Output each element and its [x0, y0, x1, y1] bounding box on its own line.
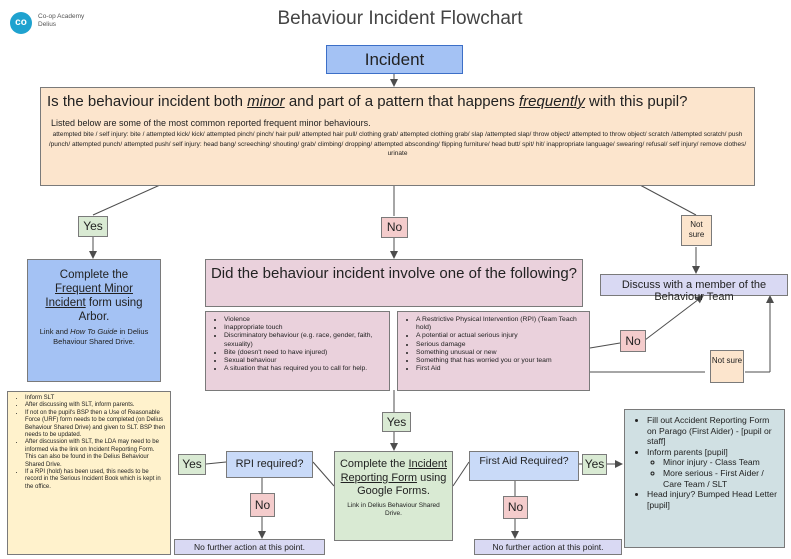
list-item: More serious - First Aider / Care Team /…: [663, 468, 780, 489]
involve-list-right: A Restrictive Physical Intervention (RPI…: [397, 311, 590, 391]
list-item: If not on the pupil's BSP then a Use of …: [25, 410, 167, 440]
accident-reporting-box: Fill out Accident Reporting Form on Para…: [624, 409, 785, 548]
discuss-behaviour-team-box: Discuss with a member of the Behaviour T…: [600, 274, 788, 303]
list-item: A potential or actual serious injury: [416, 332, 586, 340]
yes-label: Yes: [78, 216, 108, 237]
list-item: Discriminatory behaviour (e.g. race, gen…: [224, 332, 386, 348]
no-label: No: [250, 493, 275, 517]
school-name: Co-op Academy Delius: [38, 13, 85, 28]
listed-text: Listed below are some of the most common…: [51, 118, 371, 128]
list-item: Something that has worried you or your t…: [416, 357, 586, 365]
yes-label: Yes: [178, 454, 206, 475]
inform-slt-box: Inform SLT After discussing with SLT, in…: [7, 391, 171, 555]
list-item: A Restrictive Physical Intervention (RPI…: [416, 316, 586, 332]
list-item: Serious damage: [416, 341, 586, 349]
no-further-action-box: No further action at this point.: [174, 539, 325, 555]
list-item: Minor injury - Class Team: [663, 457, 780, 468]
question-text: Is the behaviour incident both minor and…: [47, 93, 688, 110]
list-item: Violence: [224, 316, 386, 324]
incident-box: Incident: [326, 45, 463, 74]
list-item: Bite (doesn't need to have injured): [224, 349, 386, 357]
no-label: No: [381, 217, 408, 238]
no-label: No: [620, 330, 646, 352]
page-title: Behaviour Incident Flowchart: [277, 8, 523, 29]
involve-question-box: Did the behaviour incident involve one o…: [205, 259, 583, 307]
first-aid-required-box: First Aid Required?: [469, 451, 579, 481]
behaviours-list: attempted bite / self injury: bite / att…: [48, 131, 747, 157]
list-item: Something unusual or new: [416, 349, 586, 357]
list-item: If a RPI (hold) has been used, this need…: [25, 469, 167, 491]
list-item: Fill out Accident Reporting Form on Para…: [647, 415, 780, 447]
involve-list-left: Violence Inappropriate touch Discriminat…: [205, 311, 390, 391]
yes-label: Yes: [382, 412, 411, 432]
list-item: After discussing with SLT, inform parent…: [25, 402, 167, 409]
yes-label: Yes: [582, 454, 607, 475]
not-sure-label: Not sure: [681, 215, 712, 246]
list-item: Head injury? Bumped Head Letter [pupil]: [647, 489, 780, 510]
no-further-action-box: No further action at this point.: [474, 539, 622, 555]
list-item: Sexual behaviour: [224, 357, 386, 365]
rpi-required-box: RPI required?: [226, 451, 313, 478]
incident-reporting-form-box: Complete the Incident Reporting Form usi…: [334, 451, 453, 541]
list-item: Inform parents [pupil] Minor injury - Cl…: [647, 447, 780, 489]
co-op-logo-icon: co op: [10, 12, 32, 50]
no-label: No: [503, 496, 528, 519]
not-sure-label: Not sure: [710, 350, 744, 383]
list-item: First Aid: [416, 365, 586, 373]
list-item: Inappropriate touch: [224, 324, 386, 332]
frequent-minor-form-link[interactable]: Frequent Minor Incident: [45, 283, 133, 309]
list-item: A situation that has required you to cal…: [224, 365, 386, 373]
frequent-minor-question-box: Is the behaviour incident both minor and…: [40, 87, 755, 186]
list-item: Inform SLT: [25, 395, 167, 402]
list-item: After discussion with SLT, the LDA may n…: [25, 439, 167, 469]
incident-reporting-form-link[interactable]: Incident Reporting Form: [340, 458, 447, 484]
